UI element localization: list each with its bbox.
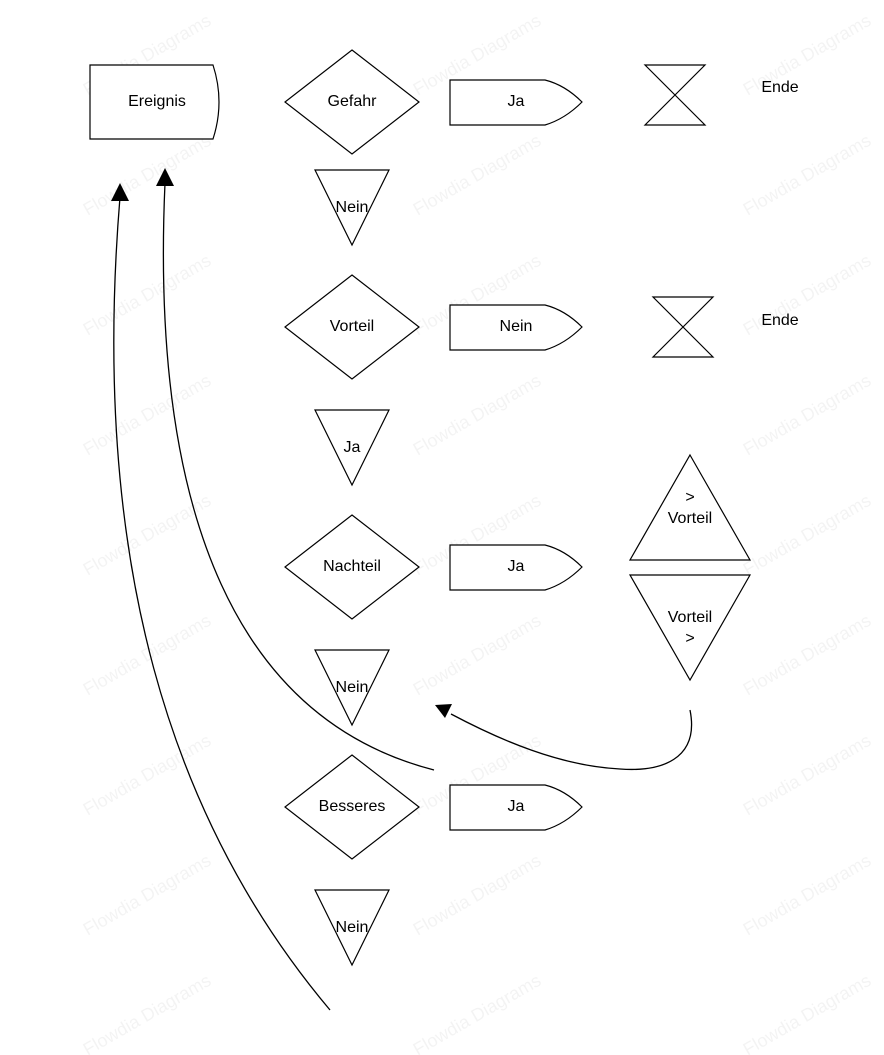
arrowhead-to-nachteil-nein	[435, 704, 452, 718]
arrowhead-to-ereignis-left	[111, 183, 129, 201]
decision-nachteil[interactable]: Nachteil	[284, 514, 420, 620]
watermark-text: Flowdia Diagrams	[80, 250, 215, 339]
watermark-text: Flowdia Diagrams	[410, 370, 545, 459]
vorteil-nein-label: Nein	[500, 318, 533, 335]
ende-label-1: Ende	[761, 79, 798, 96]
merge-besseres-nein[interactable]: Nein	[314, 889, 390, 967]
watermark-text: Flowdia Diagrams	[740, 730, 875, 819]
besseres-label: Besseres	[319, 798, 386, 815]
hourglass-end-1	[643, 64, 707, 126]
watermark-text: Flowdia Diagrams	[80, 970, 215, 1055]
watermark-text: Flowdia Diagrams	[410, 610, 545, 699]
ereignis-label: Ereignis	[128, 93, 186, 110]
result-besseres-ja[interactable]: Ja	[449, 784, 583, 831]
watermark-text: Flowdia Diagrams	[80, 730, 215, 819]
watermark-text: Flowdia Diagrams	[80, 850, 215, 939]
watermark-text: Flowdia Diagrams	[410, 970, 545, 1055]
connectors	[111, 168, 693, 1011]
decision-besseres[interactable]: Besseres	[284, 754, 420, 860]
vorteil-ja-label: Ja	[344, 439, 361, 456]
watermark-text: Flowdia Diagrams	[80, 610, 215, 699]
compare-up-line2: Vorteil	[668, 510, 712, 527]
watermark-text: Flowdia Diagrams	[740, 370, 875, 459]
result-vorteil-nein[interactable]: Nein	[449, 304, 583, 351]
besseres-nein-label: Nein	[336, 919, 369, 936]
compare-down-line2: >	[685, 630, 694, 647]
watermark-text: Flowdia Diagrams	[740, 250, 875, 339]
besseres-ja-label: Ja	[508, 798, 525, 815]
hourglass-end-2	[651, 296, 715, 358]
watermark-layer: Flowdia DiagramsFlowdia DiagramsFlowdia …	[80, 10, 875, 1055]
compare-vorteil-greater[interactable]: > Vorteil	[628, 453, 752, 561]
compare-up-line1: >	[685, 489, 694, 506]
connector-besseres-to-ereignis	[162, 182, 435, 771]
arrowhead-to-ereignis-right	[156, 168, 174, 186]
event-ereignis[interactable]: Ereignis	[89, 64, 220, 140]
compare-down-line1: Vorteil	[668, 609, 712, 626]
watermark-text: Flowdia Diagrams	[80, 490, 215, 579]
watermark-text: Flowdia Diagrams	[80, 370, 215, 459]
ende-label-2: Ende	[761, 312, 798, 329]
decision-vorteil[interactable]: Vorteil	[284, 274, 420, 380]
watermark-text: Flowdia Diagrams	[740, 610, 875, 699]
vorteil-label: Vorteil	[330, 318, 374, 335]
nachteil-label: Nachteil	[323, 558, 381, 575]
watermark-text: Flowdia Diagrams	[740, 970, 875, 1055]
gefahr-ja-label: Ja	[508, 93, 525, 110]
watermark-text: Flowdia Diagrams	[740, 490, 875, 579]
gefahr-label: Gefahr	[328, 93, 378, 110]
result-gefahr-ja[interactable]: Ja	[449, 79, 583, 126]
watermark-text: Flowdia Diagrams	[740, 10, 875, 99]
watermark-text: Flowdia Diagrams	[410, 130, 545, 219]
connector-compare-to-besseres	[450, 709, 693, 771]
connector-besseres-nein-to-ereignis	[113, 196, 331, 1011]
nachteil-ja-label: Ja	[508, 558, 525, 575]
watermark-text: Flowdia Diagrams	[410, 850, 545, 939]
watermark-text: Flowdia Diagrams	[740, 850, 875, 939]
decision-gefahr[interactable]: Gefahr	[284, 49, 420, 155]
watermark-text: Flowdia Diagrams	[740, 130, 875, 219]
merge-vorteil-ja[interactable]: Ja	[314, 409, 390, 487]
result-nachteil-ja[interactable]: Ja	[449, 544, 583, 591]
nachteil-nein-label: Nein	[336, 679, 369, 696]
merge-nachteil-nein[interactable]: Nein	[314, 649, 390, 727]
merge-gefahr-nein[interactable]: Nein	[314, 169, 390, 247]
gefahr-nein-label: Nein	[336, 199, 369, 216]
watermark-text: Flowdia Diagrams	[80, 130, 215, 219]
compare-vorteil-less[interactable]: Vorteil >	[628, 574, 752, 682]
